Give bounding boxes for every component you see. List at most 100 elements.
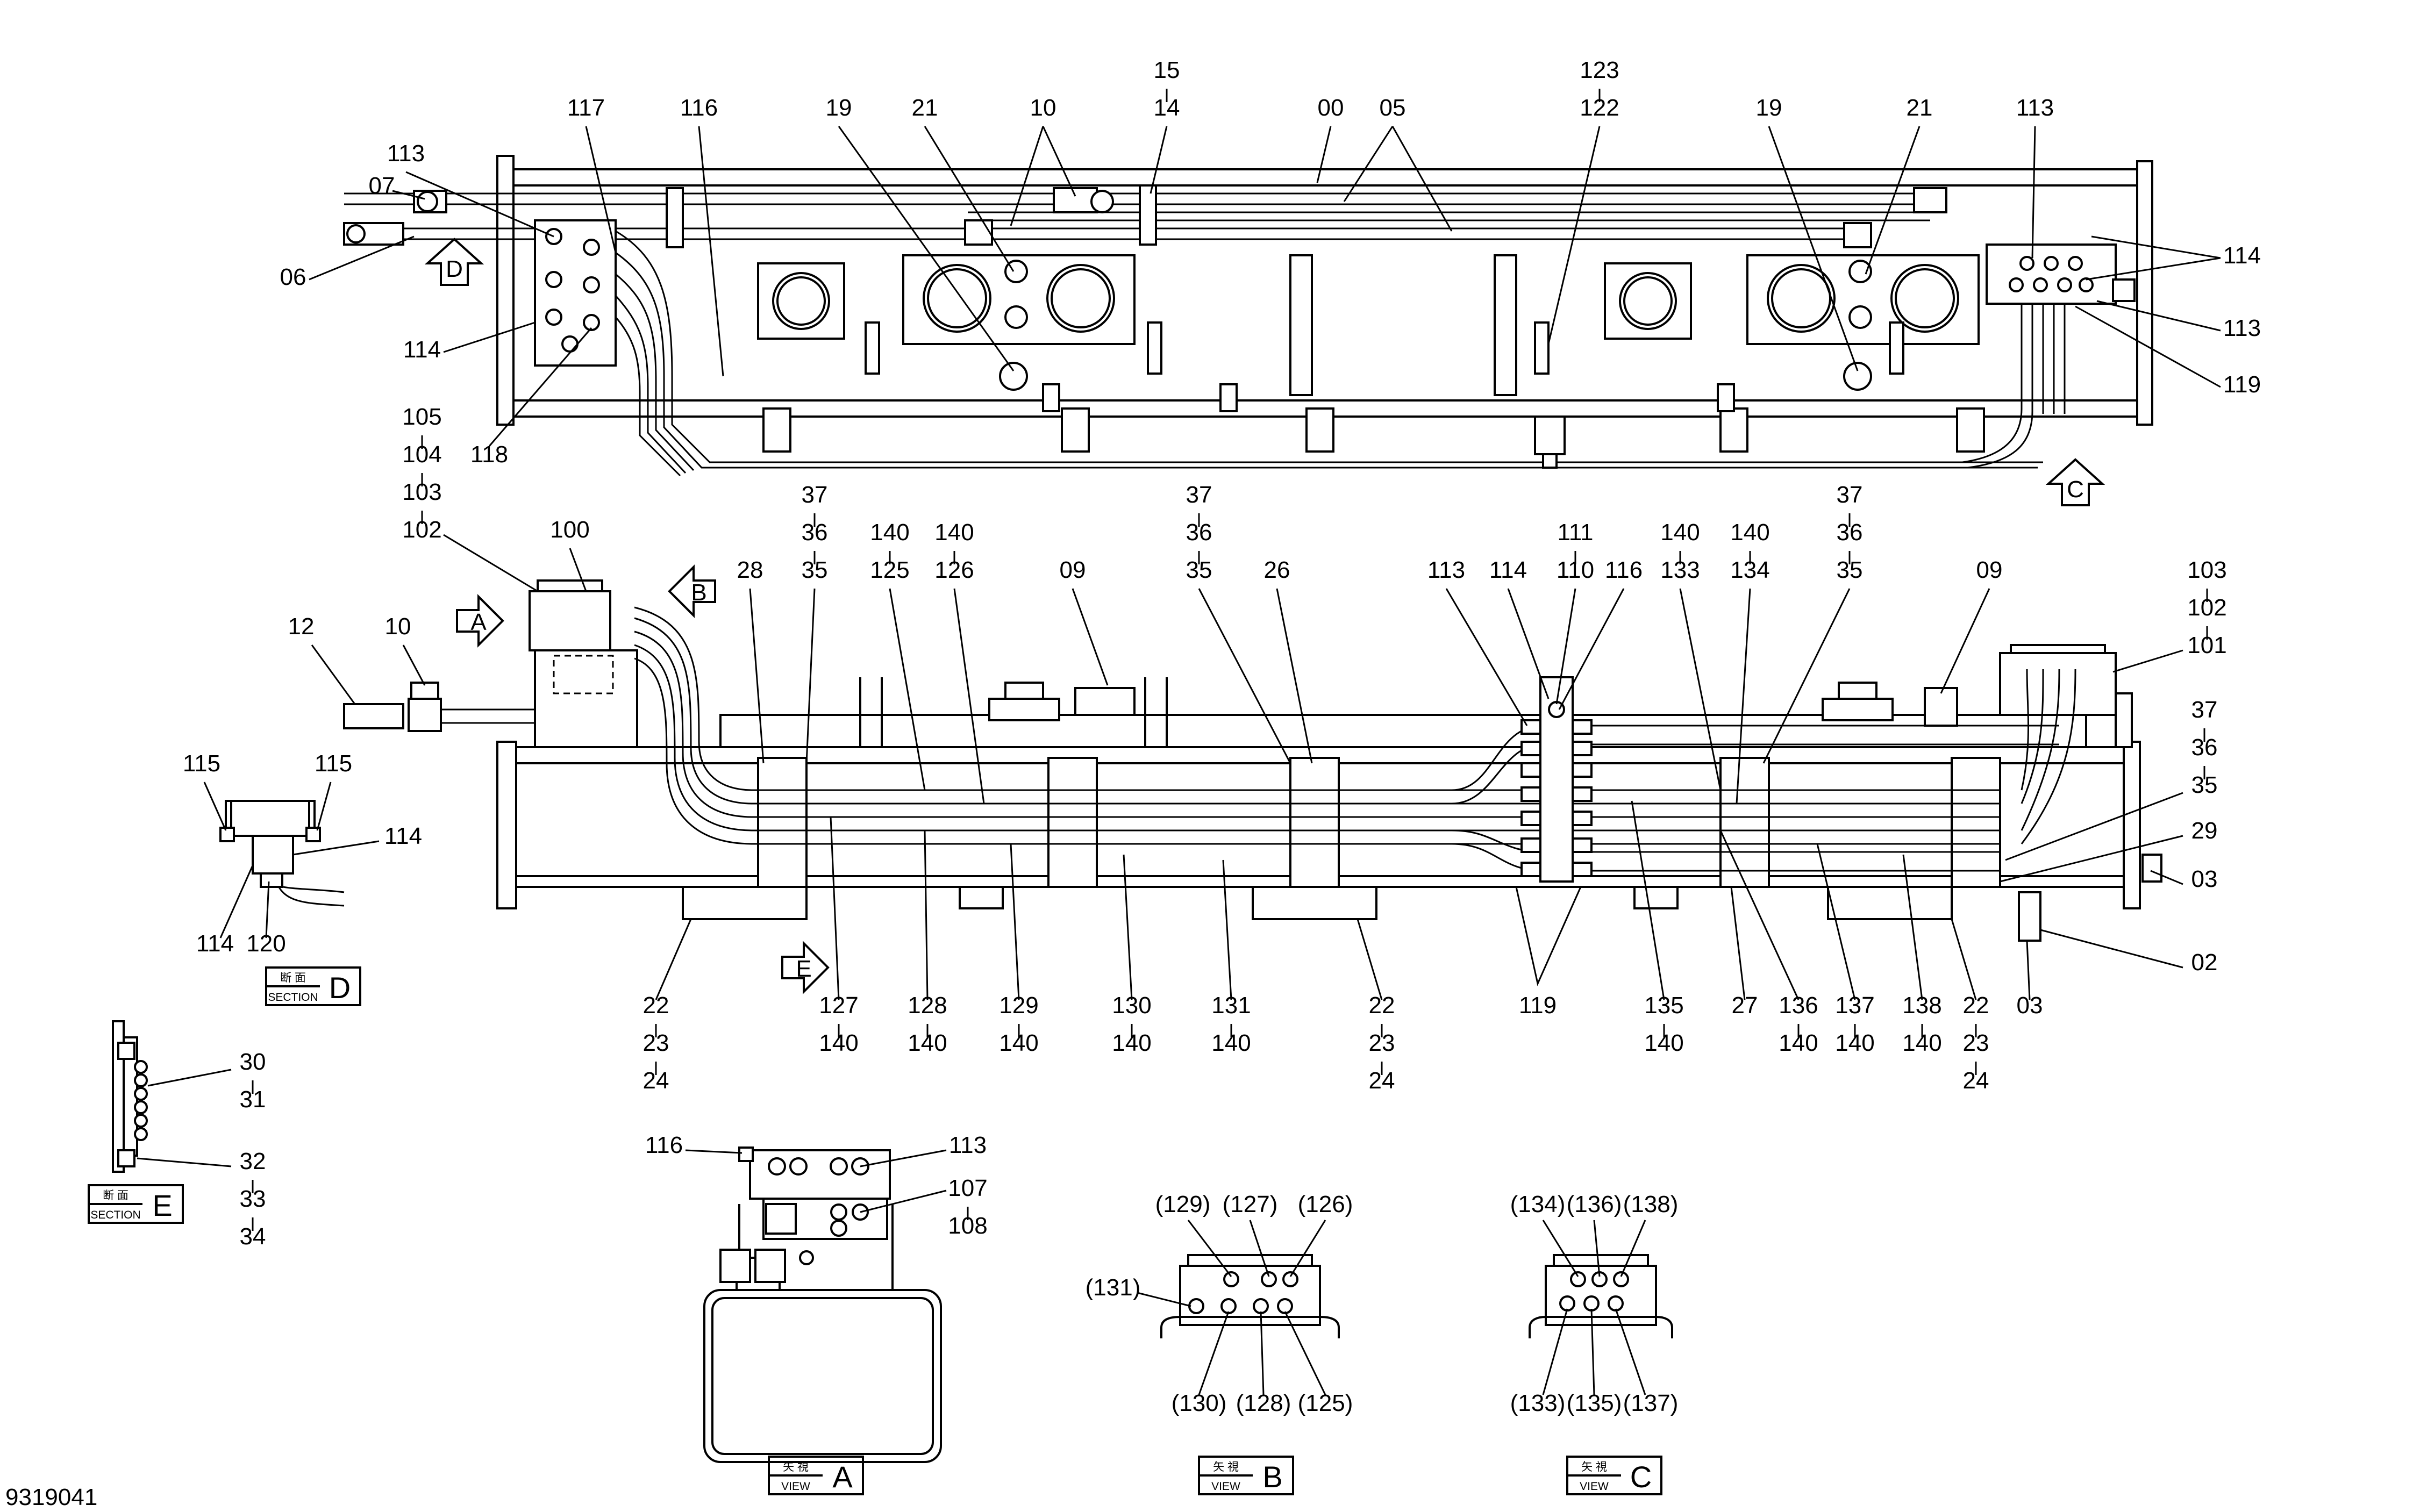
callout-label: 116 bbox=[645, 1132, 683, 1158]
section-d-detail bbox=[219, 800, 345, 907]
manifold-100 bbox=[529, 590, 611, 651]
callout-label: 23 bbox=[1963, 1030, 1989, 1056]
callout-label: (128) bbox=[1236, 1390, 1291, 1416]
callout-label: 36 bbox=[802, 519, 828, 546]
callout-label: 138 bbox=[1902, 992, 1941, 1019]
view-a-caption: 矢 視 VIEW A bbox=[768, 1456, 864, 1495]
callout-label: 09 bbox=[1976, 557, 2003, 583]
view-b-caption-jp: 矢 視 bbox=[1213, 1461, 1239, 1473]
callout-label: 113 bbox=[2223, 315, 2261, 341]
callout-label: 103 bbox=[2187, 557, 2226, 583]
callout-label: 140 bbox=[1660, 519, 1700, 546]
callout-label: 10 bbox=[385, 613, 411, 640]
top-port-3 bbox=[1604, 262, 1692, 340]
view-b-labels: (129)(127)(126)(131)(130)(128)(125) bbox=[1086, 1191, 1353, 1416]
callout-label: 19 bbox=[826, 95, 852, 121]
callout-label: 02 bbox=[2191, 949, 2218, 976]
callout-label: 30 bbox=[240, 1049, 266, 1075]
callout-label: 140 bbox=[1779, 1030, 1818, 1056]
callout-label: 140 bbox=[1112, 1030, 1151, 1056]
callout-label: 102 bbox=[402, 517, 441, 543]
view-arrow-b-letter: B bbox=[691, 579, 706, 606]
callout-label: 21 bbox=[1907, 95, 1933, 121]
callout-label: 140 bbox=[819, 1030, 858, 1056]
view-c-caption: 矢 視 VIEW C bbox=[1566, 1456, 1662, 1495]
callout-label: (129) bbox=[1155, 1191, 1211, 1217]
view-b-letter: B bbox=[1262, 1460, 1282, 1494]
callout-label: 03 bbox=[2191, 866, 2218, 892]
document-number: 9319041 bbox=[5, 1484, 97, 1510]
callout-label: 107 bbox=[948, 1175, 987, 1201]
callout-label: 37 bbox=[802, 482, 828, 508]
callout-label: (137) bbox=[1623, 1390, 1679, 1416]
callout-label: 135 bbox=[1644, 992, 1683, 1019]
callout-label: (130) bbox=[1172, 1390, 1227, 1416]
callout-label: 113 bbox=[387, 140, 425, 167]
callout-label: 122 bbox=[1580, 95, 1619, 121]
callout-label: 116 bbox=[680, 95, 718, 121]
view-arrow-c: C bbox=[2045, 458, 2105, 506]
callout-label: 130 bbox=[1112, 992, 1151, 1019]
callout-label: 22 bbox=[643, 992, 669, 1019]
view-arrow-d-letter: D bbox=[446, 256, 463, 282]
callout-label: 126 bbox=[934, 557, 974, 583]
callout-label: 05 bbox=[1380, 95, 1406, 121]
section-e-caption-jp: 断 面 bbox=[103, 1189, 128, 1202]
callout-label: (133) bbox=[1510, 1390, 1566, 1416]
section-d-caption-jp: 断 面 bbox=[280, 972, 306, 984]
section-e-detail bbox=[112, 1020, 148, 1173]
view-arrow-e: E bbox=[781, 941, 830, 994]
callout-label: 134 bbox=[1730, 557, 1769, 583]
callout-label: 133 bbox=[1660, 557, 1700, 583]
callout-label: 35 bbox=[1186, 557, 1212, 583]
callout-label: 35 bbox=[1837, 557, 1863, 583]
view-arrow-a-letter: A bbox=[470, 609, 487, 635]
view-a-detail bbox=[703, 1146, 942, 1463]
callout-label: 117 bbox=[567, 95, 605, 121]
callout-label: 111 bbox=[1558, 519, 1594, 546]
callout-label: 24 bbox=[643, 1067, 669, 1094]
view-c-letter: C bbox=[1630, 1460, 1652, 1494]
view-c-detail bbox=[1529, 1254, 1673, 1338]
view-b-detail bbox=[1160, 1254, 1340, 1338]
callout-label: 114 bbox=[1489, 557, 1527, 583]
callout-label: 15 bbox=[1154, 57, 1180, 83]
section-e-caption-en: SECTION bbox=[90, 1209, 140, 1221]
callout-label: 127 bbox=[819, 992, 858, 1019]
callout-label: 36 bbox=[1186, 519, 1212, 546]
view-a-letter: A bbox=[832, 1460, 853, 1494]
callout-label: 32 bbox=[240, 1148, 266, 1174]
callout-label: 07 bbox=[369, 173, 395, 199]
top-port-2 bbox=[902, 254, 1136, 345]
callout-label: 09 bbox=[1060, 557, 1086, 583]
top-right-manifold bbox=[1986, 243, 2117, 305]
view-c-caption-en: VIEW bbox=[1580, 1480, 1609, 1493]
view-arrow-c-letter: C bbox=[2067, 476, 2084, 503]
callout-label: 14 bbox=[1154, 95, 1180, 121]
callout-label: 140 bbox=[870, 519, 909, 546]
clamp-27 bbox=[1719, 757, 1770, 888]
callout-label: 24 bbox=[1369, 1067, 1395, 1094]
callout-label: 115 bbox=[183, 750, 220, 777]
callout-label: 140 bbox=[1730, 519, 1769, 546]
view-a-caption-en: VIEW bbox=[781, 1480, 810, 1493]
callout-label: (125) bbox=[1298, 1390, 1353, 1416]
callout-label: 115 bbox=[315, 750, 352, 777]
view-arrow-a: A bbox=[456, 594, 504, 648]
callout-label: 136 bbox=[1779, 992, 1818, 1019]
top-port-4 bbox=[1746, 254, 1980, 345]
callout-label: 23 bbox=[643, 1030, 669, 1056]
callout-label: 104 bbox=[402, 441, 441, 468]
view-b-caption: 矢 視 VIEW B bbox=[1198, 1456, 1294, 1495]
callout-label: 37 bbox=[2191, 697, 2218, 723]
callout-label: 123 bbox=[1580, 57, 1619, 83]
section-e-caption: 断 面 SECTION E bbox=[88, 1184, 184, 1224]
callout-label: 128 bbox=[908, 992, 947, 1019]
callout-label: 119 bbox=[2223, 371, 2261, 398]
section-e-letter: E bbox=[152, 1188, 172, 1222]
callout-label: 125 bbox=[870, 557, 909, 583]
callout-label: 33 bbox=[240, 1186, 266, 1212]
